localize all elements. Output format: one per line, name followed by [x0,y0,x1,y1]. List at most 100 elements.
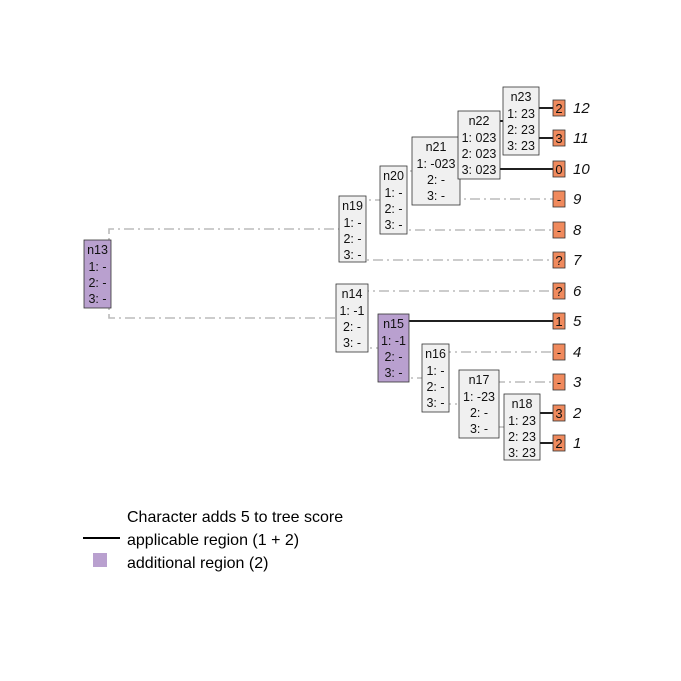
tree-node-name: n21 [426,140,447,154]
tree-node-state-line: 1: - [343,216,361,230]
tree-edge-n23-t11 [536,121,553,139]
tree-tip-9: -9 [552,190,582,208]
tree-edge-n13-n19 [108,228,339,274]
tip-state-label: ? [555,284,562,299]
tip-state-label: - [557,223,561,238]
tip-state-label: 1 [555,314,562,329]
tree-node-state-line: 1: -1 [381,334,406,348]
tree-node-state-line: 2: - [384,202,402,216]
tip-name-label: 12 [573,100,590,117]
tree-tip-7: ?7 [552,251,582,269]
tree-node-state-line: 2: 23 [508,430,536,444]
tree-node-name: n15 [383,317,404,331]
tip-state-box [552,373,566,391]
tree-node-state-line: 3: 23 [507,139,535,153]
tip-name-label: 10 [573,161,590,178]
tree-tip-11: 3 11 [552,129,589,147]
tip-name-label: 11 [573,130,589,147]
tip-state-label: 2 [555,101,562,116]
tip-name-label: 3 [573,374,582,391]
tree-node-name: n18 [512,397,533,411]
tip-state-label: 2 [555,436,562,451]
tree-node-state-line: 3: - [343,248,361,262]
tree-node-state-line: 2: - [426,380,444,394]
tip-state-box [552,129,566,147]
tip-state-box [552,251,566,269]
tree-node-state-line: 2: - [88,276,106,290]
tree-node-box [335,283,369,353]
tree-node-state-line: 3: 23 [508,446,536,460]
legend-additional-label: additional region (2) [127,555,268,572]
tree-node-state-line: 1: -23 [463,390,495,404]
tip-state-label: 3 [555,406,562,421]
tip-state-label: - [557,345,561,360]
tip-name-label: 5 [573,313,582,330]
tree-node-state-line: 1: 23 [507,107,535,121]
tree-node-name: n14 [342,287,363,301]
tree-node-state-line: 3: - [88,292,106,306]
tree-node-state-line: 3: - [427,189,445,203]
tree-tip-12: 2 12 [552,99,590,117]
tip-state-label: ? [555,253,562,268]
tip-state-box [552,221,566,239]
tip-name-label: 7 [573,252,582,269]
tree-node-name: n17 [469,373,490,387]
tip-state-box [552,99,566,117]
tip-state-box [552,312,566,330]
tree-node-state-line: 3: - [470,422,488,436]
tree-node-box [377,313,410,383]
tip-state-box [552,160,566,178]
tree-tip-10: 0 10 [552,160,590,178]
tree-node-state-line: 2: 023 [462,147,497,161]
tree-tip-3: -3 [552,373,582,391]
tip-name-label: 8 [573,222,582,239]
tree-edge-n23-t12 [536,107,553,121]
tree-node-state-line: 1: - [384,186,402,200]
tree-node-name: n19 [342,199,363,213]
tree-node-box [457,110,501,180]
tip-state-box [552,190,566,208]
tree-node-state-line: 2: - [343,232,361,246]
tree-node-state-line: 2: - [384,350,402,364]
legend: Character adds 5 to tree score applicabl… [83,509,343,572]
tree-node-state-line: 3: - [343,336,361,350]
tip-state-label: 0 [555,162,562,177]
tree-node-state-line: 1: - [426,364,444,378]
tree-node-name: n16 [425,347,446,361]
tree-node-box [503,393,541,461]
tip-name-label: 2 [572,405,582,422]
tree-node-n17: n17 1: -23 2: - 3: - [458,369,500,439]
tip-name-label: 1 [573,435,581,452]
tree-node-state-line: 1: - [88,260,106,274]
tree-node-box [502,86,540,156]
tree-node-state-line: 2: - [470,406,488,420]
tree-node-state-line: 2: 23 [507,123,535,137]
tip-state-box [552,282,566,300]
tree-node-box [421,343,450,413]
tree-tip-4: -4 [552,343,581,361]
tip-state-label: - [557,192,561,207]
tree-node-state-line: 3: 023 [462,163,497,177]
tip-state-box [552,343,566,361]
tip-state-label: 3 [555,131,562,146]
tree-node-box [338,195,367,263]
tree-node-state-line: 1: -023 [417,157,456,171]
tip-name-label: 6 [573,283,582,300]
tree-edge-n13-n14 [108,274,336,319]
tree-node-state-line: 1: -1 [339,304,364,318]
legend-title: Character adds 5 to tree score [127,509,343,526]
tree-node-n19: n19 1: - 2: - 3: - [338,195,367,263]
